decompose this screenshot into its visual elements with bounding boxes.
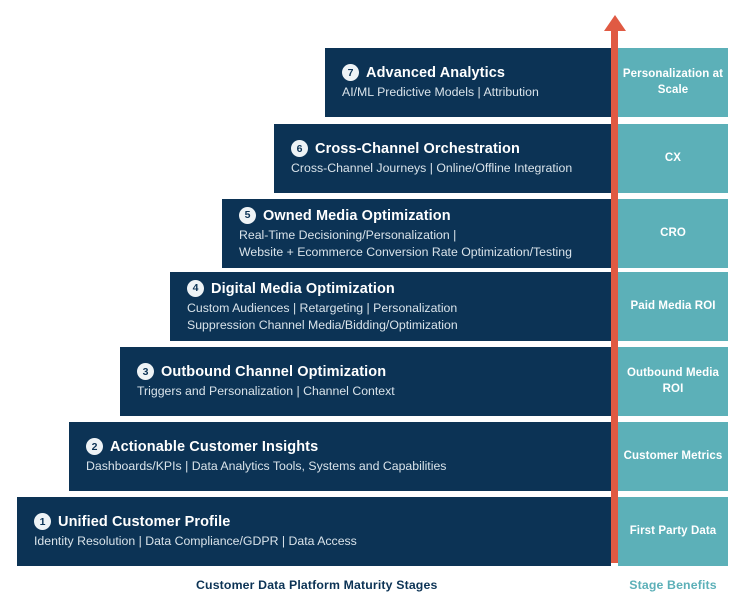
footer-left-caption: Customer Data Platform Maturity Stages [196,578,438,592]
stage-number-badge: 6 [291,140,308,158]
stage-number-badge: 3 [137,363,154,381]
stage-number-badge: 2 [86,438,103,456]
stage-benefit[interactable]: Customer Metrics [618,422,728,491]
stage-title: Actionable Customer Insights [110,438,319,455]
stage-description: Dashboards/KPIs | Data Analytics Tools, … [86,459,447,474]
stage-title-line: 4 Digital Media Optimization [187,280,601,298]
stage-description: Custom Audiences | Retargeting | Persona… [187,301,458,332]
stage-description: Identity Resolution | Data Compliance/GD… [34,534,357,549]
stage-description: Real-Time Decisioning/Personalization | … [239,228,572,259]
stage-benefit[interactable]: CRO [618,199,728,268]
stage-number-badge: 5 [239,207,256,225]
stage-title-line: 3 Outbound Channel Optimization [137,363,601,381]
stage-benefit[interactable]: First Party Data [618,497,728,566]
footer-right-caption: Stage Benefits [629,578,717,592]
stage-benefit[interactable]: CX [618,124,728,193]
stage-description: AI/ML Predictive Models | Attribution [342,85,539,100]
stage-number-badge: 7 [342,64,359,82]
stage-title: Outbound Channel Optimization [161,363,387,380]
arrow-head-icon [604,15,626,31]
stage-description: Triggers and Personalization | Channel C… [137,384,395,399]
stage-description: Cross-Channel Journeys | Online/Offline … [291,161,573,176]
stage-title-line: 5 Owned Media Optimization [239,207,601,225]
stage-number-badge: 4 [187,280,204,298]
stage-title-line: 2 Actionable Customer Insights [86,438,601,456]
stage-title-line: 1 Unified Customer Profile [34,513,601,531]
stage-title: Unified Customer Profile [58,513,231,530]
stage-title-line: 6 Cross-Channel Orchestration [291,140,601,158]
stage-title: Digital Media Optimization [211,280,395,297]
stage-benefit[interactable]: Personalization at Scale [618,48,728,117]
stage-benefit[interactable]: Outbound Media ROI [618,347,728,416]
stage-title: Owned Media Optimization [263,207,451,224]
stage-number-badge: 1 [34,513,51,531]
stage-title-line: 7 Advanced Analytics [342,64,601,82]
stage-benefit[interactable]: Paid Media ROI [618,272,728,341]
stage-title: Advanced Analytics [366,64,506,81]
stage-title: Cross-Channel Orchestration [315,140,520,157]
